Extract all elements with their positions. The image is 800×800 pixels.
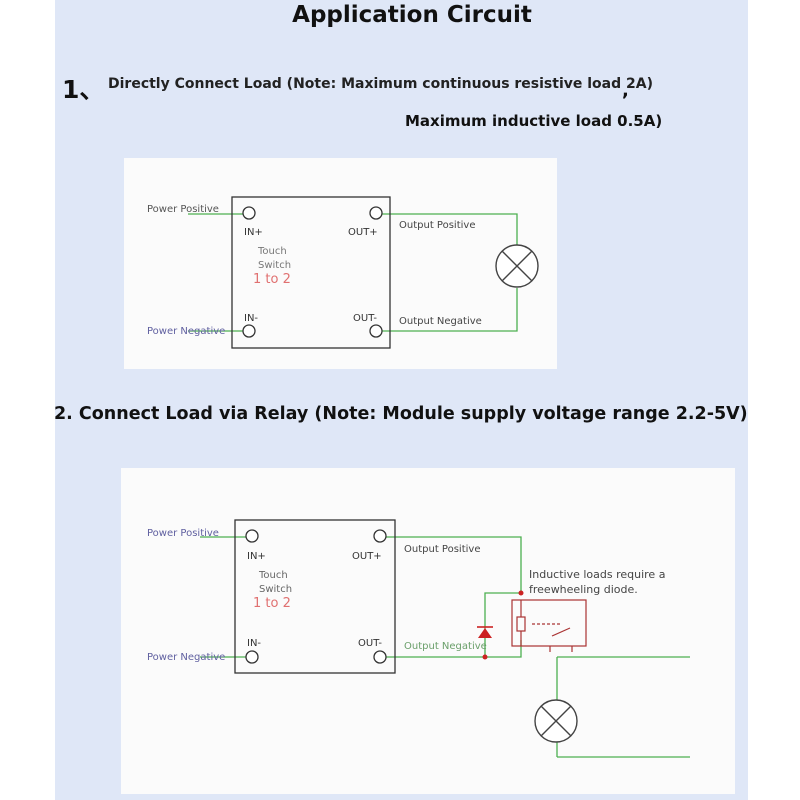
lamp-load-icon: [495, 244, 539, 288]
label-diode-note-line2: freewheeling diode.: [529, 583, 638, 596]
label-output-positive: Output Positive: [399, 220, 475, 231]
pin-out-plus-2: [373, 529, 387, 543]
section1-heading-line2: Maximum inductive load 0.5A): [405, 112, 663, 130]
label-touch-2: Touch: [258, 570, 288, 581]
label-power-positive: Power Positive: [147, 204, 219, 215]
label-output-negative-2: Output Negative: [404, 641, 487, 652]
section1-comma: ,: [622, 80, 629, 101]
pin-in-minus: [242, 324, 256, 338]
label-out-plus-2: OUT+: [352, 551, 382, 562]
pin-out-minus-2: [373, 650, 387, 664]
label-power-negative-2: Power Negative: [147, 652, 225, 663]
pin-out-minus: [369, 324, 383, 338]
pin-in-plus-2: [245, 529, 259, 543]
label-out-plus: OUT+: [348, 227, 378, 238]
pin-in-plus: [242, 206, 256, 220]
label-in-plus-2: IN+: [247, 551, 266, 562]
label-in-minus-2: IN-: [247, 638, 261, 649]
lamp-load-icon-2: [534, 699, 578, 743]
section2-heading: 2. Connect Load via Relay (Note: Module …: [54, 404, 748, 424]
section1-number: 1、: [62, 75, 105, 104]
label-in-minus: IN-: [244, 313, 258, 324]
label-power-negative: Power Negative: [147, 326, 225, 337]
page-title: Application Circuit: [292, 2, 532, 28]
relay-icon: [511, 599, 587, 652]
label-touch: Touch: [257, 246, 287, 257]
label-in-plus: IN+: [244, 227, 263, 238]
diagram-relay-load: Power Positive Power Negative IN+ OUT+ I…: [121, 468, 735, 794]
diagram-direct-load: Power Positive Power Negative IN+ OUT+ I…: [124, 158, 557, 369]
pin-in-minus-2: [245, 650, 259, 664]
label-diode-note-line1: Inductive loads require a: [529, 568, 665, 581]
pin-out-plus: [369, 206, 383, 220]
label-ratio-2: 1 to 2: [253, 596, 291, 611]
touch-switch-module-box: [231, 196, 391, 349]
section1-heading: Directly Connect Load (Note: Maximum con…: [108, 76, 653, 92]
label-power-positive-2: Power Positive: [147, 528, 219, 539]
label-out-minus-2: OUT-: [358, 638, 382, 649]
label-switch: Switch: [258, 260, 291, 271]
wires-direct: [188, 213, 518, 332]
label-switch-2: Switch: [259, 584, 292, 595]
label-out-minus: OUT-: [353, 313, 377, 324]
freewheeling-diode-icon: [477, 590, 524, 660]
label-output-negative: Output Negative: [399, 316, 482, 327]
touch-switch-module-box-2: [234, 519, 396, 674]
label-ratio: 1 to 2: [253, 272, 291, 287]
label-output-positive-2: Output Positive: [404, 544, 480, 555]
